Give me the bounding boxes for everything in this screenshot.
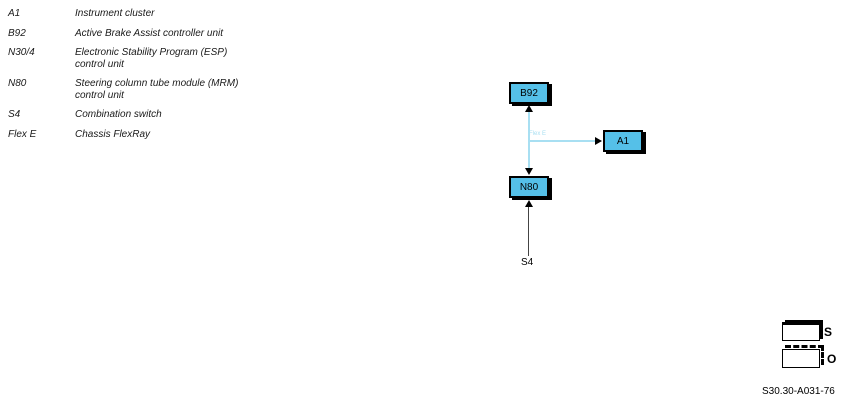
legend-code: A1 [8, 8, 21, 19]
flexray-bus-horizontal-line [529, 140, 595, 142]
arrowhead-up-icon [525, 105, 533, 112]
legend-row-a1: A1 Instrument cluster [8, 8, 308, 20]
bus-label-flex-e: Flex E [529, 131, 547, 137]
legend-description: Electronic Stability Program (ESP) contr… [75, 47, 228, 70]
arrowhead-down-icon [525, 168, 533, 175]
legend-code: N30/4 [8, 47, 35, 58]
legend-code: B92 [8, 27, 26, 39]
equipment-key: S O [782, 322, 836, 376]
node-a1: A1 [603, 130, 643, 152]
optional-equipment-label: O [827, 351, 837, 366]
legend-row-s4: S4 Combination switch [8, 109, 308, 121]
node-n80: N80 [509, 176, 549, 198]
legend-description: Steering column tube module (MRM) contro… [75, 78, 239, 101]
standard-equipment-box-icon [782, 322, 820, 341]
figure-number: S30.30-A031-76 [762, 386, 835, 397]
standard-equipment-label: S [824, 324, 833, 339]
legend-code: N80 [8, 78, 27, 89]
legend-row-n30-4: N30/4 Electronic Stability Program (ESP)… [8, 47, 308, 70]
legend-code: Flex E [8, 128, 37, 140]
legend-description: Combination switch [75, 109, 162, 120]
legend-row-b92: B92 Active Brake Assist controller unit [8, 28, 308, 40]
s4-label: S4 [521, 257, 534, 268]
key-row-optional: O [782, 345, 837, 368]
node-b92: B92 [509, 82, 549, 104]
legend-description: Instrument cluster [75, 8, 155, 19]
legend-description: Active Brake Assist controller unit [75, 27, 224, 39]
optional-equipment-box-icon [782, 345, 824, 368]
legend-description: Chassis FlexRay [75, 128, 151, 140]
key-row-standard: S [782, 322, 836, 341]
legend-row-flex-e: Flex E Chassis FlexRay [8, 129, 308, 141]
arrowhead-up-icon [525, 200, 533, 207]
legend-row-n80: N80 Steering column tube module (MRM) co… [8, 78, 308, 101]
legend-code: S4 [8, 109, 21, 120]
s4-signal-line [528, 206, 529, 256]
arrowhead-right-icon [595, 137, 602, 145]
component-legend: A1 Instrument cluster B92 Active Brake A… [8, 8, 308, 140]
